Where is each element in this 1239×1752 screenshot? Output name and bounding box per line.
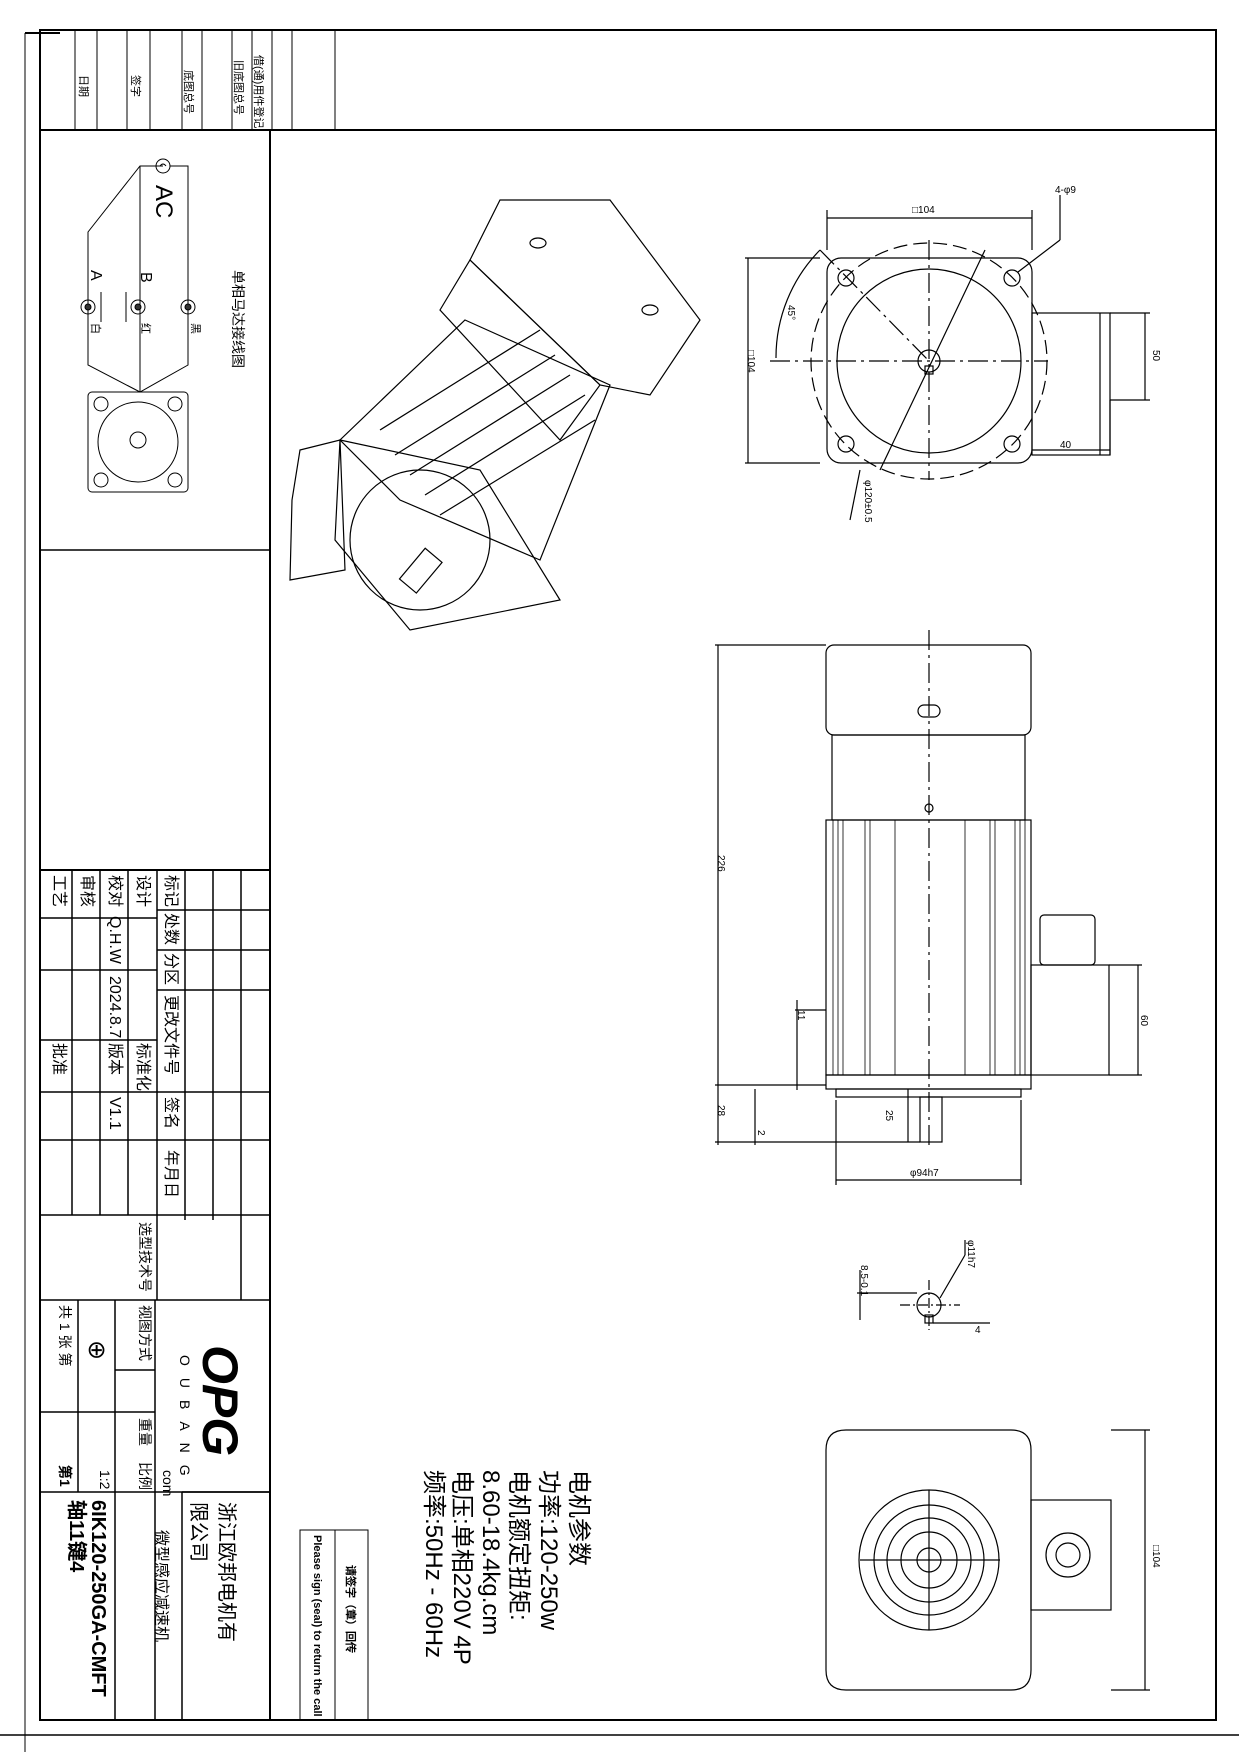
product-name: 微型感应减速机 [152, 1530, 169, 1643]
dim-pilot: φ94h7 [910, 1168, 939, 1179]
dim-flange-height: □104 [745, 350, 756, 373]
dim-60: 60 [1138, 1015, 1149, 1027]
shaft-detail [857, 1240, 990, 1330]
dim-angle: 45° [785, 305, 796, 321]
logo-com: com [160, 1470, 176, 1497]
bottom-view [825, 1429, 1150, 1691]
dim-key-width: 4 [975, 1325, 981, 1336]
selection-no-label: 选型技术号 [137, 1222, 153, 1292]
sheet-count: 共 1 张 第 [57, 1305, 73, 1367]
wire-white: 白 [89, 323, 101, 334]
front-view [745, 195, 1150, 521]
param-frequency: 频率:50Hz - 60Hz [420, 1470, 447, 1659]
dim-holes: 4-φ9 [1055, 185, 1076, 196]
dim-11: 11 [795, 1010, 806, 1021]
role-version: 版本 [106, 1043, 123, 1076]
dim-shaft-diameter: φ11h7 [965, 1240, 976, 1268]
shaft-spec: 轴11键4 [65, 1500, 87, 1573]
sign-request-en: Please sign (seal) to return the call [311, 1535, 323, 1717]
sign-request-cn: 请签字（章）回传 [344, 1565, 356, 1653]
dim-bottom-104: □104 [1150, 1545, 1161, 1568]
strip-date: 日期 [77, 75, 89, 97]
dim-25: 25 [883, 1110, 894, 1122]
role-check: 校对 [106, 875, 123, 908]
scale-label: 比例 [137, 1462, 153, 1490]
dim-28: 28 [715, 1105, 726, 1117]
wiring-a-label: A [87, 270, 104, 281]
param-torque-label: 电机额定扭矩: [505, 1470, 532, 1621]
dim-50: 50 [1150, 350, 1161, 362]
rev-header-count: 处数 [162, 913, 179, 946]
param-power: 功率:120-250w [535, 1470, 562, 1631]
side-view [715, 630, 1142, 1185]
wire-black: 黑 [189, 323, 201, 334]
params-title: 电机参数 [565, 1470, 592, 1566]
wiring-ac-label: AC [150, 185, 177, 219]
projection-symbol-icon: ⊕ [83, 1340, 110, 1361]
dim-flange-width: □104 [912, 205, 935, 216]
logo-opg: OPG [192, 1345, 248, 1457]
dim-2: 2 [755, 1130, 766, 1136]
view-method-label: 视图方式 [137, 1305, 153, 1361]
role-design: 设计 [134, 875, 151, 908]
isometric-view [289, 199, 701, 631]
dim-key-depth: 8.5-0.1 [858, 1265, 869, 1297]
revision-table-lines [40, 870, 270, 1720]
param-voltage: 电压:单相220V 4P [448, 1470, 475, 1665]
rev-header-mark: 标记 [162, 875, 179, 908]
rev-header-date: 年月日 [162, 1150, 179, 1199]
strip-old-base-number: 旧底图总号 [232, 60, 244, 115]
scale-value: 1:2 [97, 1470, 113, 1490]
check-date: 2024.8.7 [106, 976, 123, 1039]
checker-name: Q.H.W [106, 916, 123, 964]
strip-borrowed-reg: 借(通)用件登记 [252, 55, 264, 129]
role-approve: 批准 [50, 1043, 67, 1076]
rev-header-sign: 签名 [162, 1097, 179, 1130]
param-torque: 8.60-18.4kg.cm [477, 1470, 504, 1636]
dim-40: 40 [1060, 440, 1072, 451]
rev-header-change-doc: 更改文件号 [162, 995, 179, 1076]
role-standardize: 标准化 [134, 1043, 151, 1092]
strip-signature: 签字 [129, 75, 141, 97]
wire-red: 红 [139, 323, 151, 334]
rev-header-zone: 分区 [162, 953, 179, 986]
weight-label: 重量 [137, 1418, 153, 1446]
wiring-schematic [80, 158, 196, 493]
role-review: 审核 [78, 875, 95, 908]
wiring-b-label: B [137, 272, 154, 283]
logo-oubang: OUBANG [177, 1355, 193, 1488]
model-number: 6IK120-250GA-CMFT [87, 1500, 109, 1697]
dim-pcd: φ120±0.5 [862, 480, 873, 523]
top-strip-lines [74, 30, 336, 130]
dim-226: 226 [715, 855, 726, 872]
version-value: V1.1 [106, 1097, 123, 1130]
wiring-title: 单相马达接线图 [230, 270, 246, 368]
strip-base-number: 底图总号 [182, 70, 194, 114]
company-name: 浙江欧邦电机有限公司 [187, 1502, 237, 1642]
role-process: 工艺 [50, 875, 67, 908]
sheet-mark: 第1 [57, 1465, 73, 1487]
